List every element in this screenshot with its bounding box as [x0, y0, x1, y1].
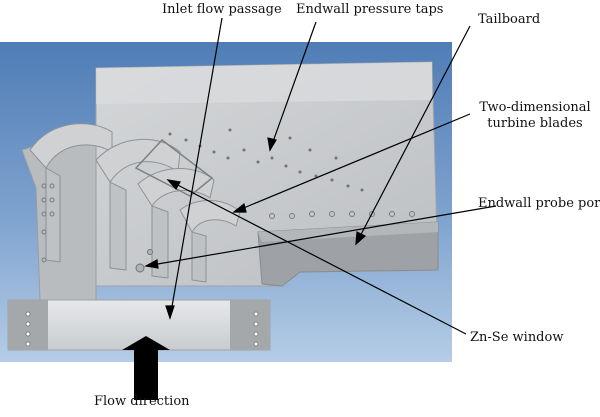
leader-tailboard: [355, 25, 471, 245]
label-tailboard: Tailboard: [478, 12, 541, 27]
leader-inlet-flow-passage: [169, 17, 223, 319]
label-endwall-probe-port: Endwall probe port: [478, 196, 600, 211]
probe-hole-2: [147, 249, 153, 255]
turbine-blade-2-side: [109, 181, 127, 271]
arrowhead-inlet: [165, 305, 175, 320]
znse-window-frame: [134, 138, 214, 197]
flow-direction-arrow: [122, 336, 170, 400]
arrowhead-probe: [144, 259, 159, 269]
label-flow-direction: Flow direction: [94, 394, 190, 409]
arrowhead-tailboard: [355, 231, 367, 246]
endwall-probe-port-hole: [135, 263, 145, 273]
label-znse-window: Zn-Se window: [470, 330, 564, 345]
plate-top-face: [96, 62, 432, 104]
label-turbine-blades-line1: Two-dimensional: [479, 100, 591, 115]
label-endwall-pressure-taps: Endwall pressure taps: [296, 2, 444, 17]
leader-pressure-taps: [269, 21, 317, 151]
leader-probe-port: [145, 205, 497, 267]
turbine-blade-4: [179, 199, 241, 234]
arrowhead-znse: [166, 179, 181, 191]
arrowhead-blades: [232, 202, 247, 213]
leader-turbine-blades: [233, 113, 471, 213]
side-holes: [41, 183, 55, 263]
turbine-blade-2: [95, 138, 181, 183]
label-inlet-flow-passage: Inlet flow passage: [162, 2, 282, 17]
inlet-clamp-right: [230, 300, 270, 350]
turbine-blade-group: [29, 123, 241, 283]
leader-lines: [144, 17, 497, 335]
pressure-taps: [168, 128, 364, 192]
tailboard-holes: [269, 211, 415, 219]
turbine-blade-1: [29, 123, 113, 169]
arrowhead-taps: [267, 137, 277, 152]
clamp-bolts: [25, 311, 259, 347]
tailboard-top: [258, 222, 438, 242]
leader-znse-window: [167, 179, 467, 335]
turbine-blade-1-side: [45, 167, 61, 263]
label-turbine-blades: Two-dimensional turbine blades: [474, 100, 596, 132]
label-turbine-blades-line2: turbine blades: [487, 116, 583, 131]
